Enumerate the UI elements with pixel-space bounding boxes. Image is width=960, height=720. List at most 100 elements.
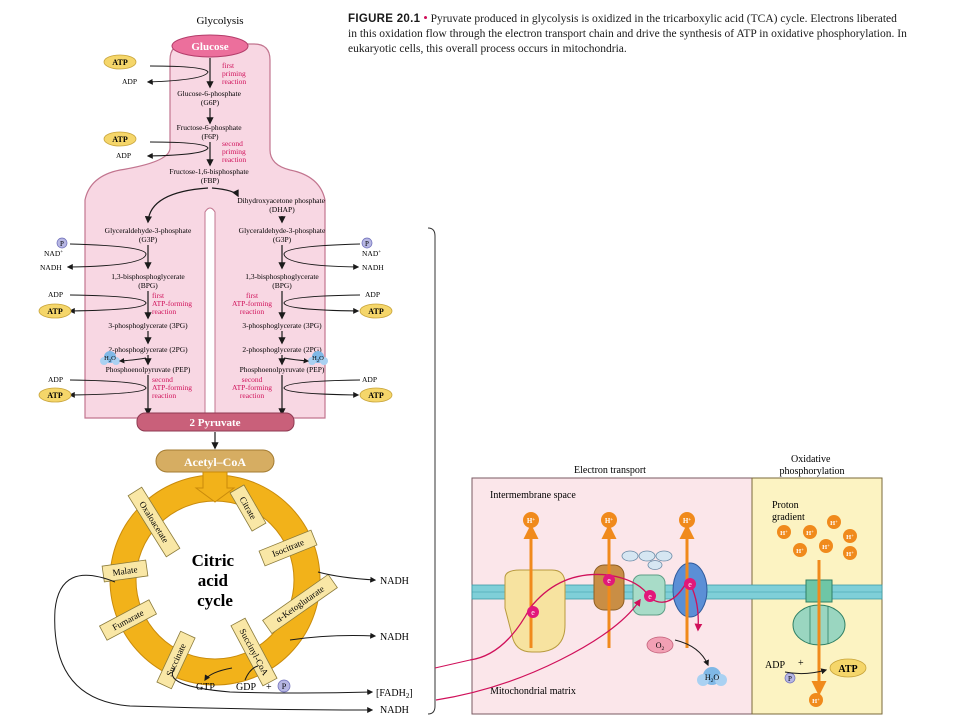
svg-text:3-phosphoglycerate (3PG): 3-phosphoglycerate (3PG): [242, 321, 322, 330]
svg-text:e: e: [648, 592, 652, 601]
svg-text:ATP: ATP: [112, 135, 128, 144]
proton: H+: [819, 539, 833, 553]
nadh-output-3: NADH: [380, 705, 409, 716]
intermembrane-label: Intermembrane space: [490, 490, 576, 501]
acetyl-coa-label: Acetyl–CoA: [184, 455, 246, 469]
svg-text:H+: H+: [527, 517, 535, 525]
svg-text:+: +: [266, 682, 272, 693]
adp-label: ADP: [116, 151, 131, 160]
glycolysis-title: Glycolysis: [196, 15, 243, 27]
electron: e: [527, 606, 539, 618]
g6p-label: Glucose-6-phosphate (G6P): [177, 89, 243, 107]
svg-text:Glyceraldehyde-3-phosphate(G3P: Glyceraldehyde-3-phosphate(G3P): [105, 226, 192, 244]
svg-text:2-phosphoglycerate (2PG): 2-phosphoglycerate (2PG): [108, 345, 188, 354]
svg-text:H+: H+: [796, 547, 804, 555]
svg-text:H+: H+: [806, 529, 814, 537]
proton: H+: [809, 693, 823, 707]
citrate-box: Citrate: [229, 484, 267, 532]
phosphate-circle: [277, 679, 291, 693]
svg-text:P: P: [282, 682, 287, 691]
phosphate-circle: [361, 237, 373, 249]
svg-text:H+: H+: [605, 517, 613, 525]
adp-label: ADP: [362, 375, 377, 384]
svg-text:H+: H+: [683, 517, 691, 525]
svg-text:Malate: Malate: [112, 564, 138, 577]
adp-label: ADP: [122, 77, 137, 86]
svg-text:ATP: ATP: [47, 307, 63, 316]
proton: H+: [843, 529, 857, 543]
svg-text:P: P: [788, 675, 792, 683]
fadh2-label: [FADH2]: [376, 688, 413, 700]
gtp-label: GTP: [196, 682, 215, 693]
electron-transport-title: Electron transport: [574, 465, 646, 476]
svg-text:+: +: [798, 658, 804, 669]
figure-label: FIGURE 20.1: [348, 13, 421, 25]
electron: e: [644, 590, 656, 602]
electron-transport-panel: Electron transport Oxidative phosphoryla…: [435, 454, 883, 715]
second-priming-label: second priming reaction: [222, 139, 248, 164]
atp-oval: [359, 303, 393, 319]
first-priming-label: first priming reaction: [222, 61, 248, 86]
atp-oval: [103, 54, 137, 70]
glucose-oval: [171, 34, 249, 58]
nad-label: NAD+: [44, 249, 63, 258]
bracket-connector: [434, 659, 471, 669]
svg-text:3-phosphoglycerate (3PG): 3-phosphoglycerate (3PG): [108, 321, 188, 330]
svg-text:H+: H+: [846, 550, 854, 558]
isocitrate-box: Isocitrate: [258, 529, 318, 567]
svg-text:H+: H+: [780, 529, 788, 537]
proton-gradient-label: Proton gradient: [772, 500, 805, 523]
proton: H+: [523, 512, 539, 528]
electron: e: [603, 574, 615, 586]
svg-text:e: e: [688, 580, 692, 589]
svg-text:P: P: [365, 240, 369, 248]
nadh-output-2: NADH: [380, 632, 409, 643]
svg-text:Phosphoenolpyruvate (PEP): Phosphoenolpyruvate (PEP): [240, 365, 325, 374]
svg-text:H+: H+: [830, 519, 838, 527]
malate-box: Malate: [101, 559, 149, 583]
glycolysis-split-gap: [204, 207, 216, 419]
svg-text:1,3-bisphosphoglycerate(BPG): 1,3-bisphosphoglycerate(BPG): [245, 272, 319, 290]
electron-carrier-bracket: [427, 227, 436, 715]
f6p-label: Fructose-6-phosphate (F6P): [177, 123, 244, 141]
svg-text:Phosphoenolpyruvate (PEP): Phosphoenolpyruvate (PEP): [106, 365, 191, 374]
nadh-label: NADH: [40, 263, 62, 272]
glycolysis-right-branch: Glyceraldehyde-3-phosphate(G3P) P NAD+ N…: [232, 226, 393, 416]
oxygen-molecule: [646, 636, 674, 654]
svg-text:e: e: [531, 608, 535, 617]
svg-text:ATP: ATP: [47, 391, 63, 400]
matrix-label: Mitochondrial matrix: [490, 686, 576, 697]
nadh-label: NADH: [362, 263, 384, 272]
glucose-label: Glucose: [191, 41, 228, 53]
svg-text:ATP: ATP: [838, 664, 857, 675]
pyruvate-box: [136, 412, 295, 432]
phosphate-circle: [56, 237, 68, 249]
atp-oval: [38, 303, 72, 319]
svg-text:ATP: ATP: [112, 58, 128, 67]
proton: H+: [827, 515, 841, 529]
svg-text:1,3-bisphosphoglycerate(BPG): 1,3-bisphosphoglycerate(BPG): [111, 272, 185, 290]
adp-label: ADP: [765, 660, 785, 671]
proton: H+: [601, 512, 617, 528]
pyruvate-label: 2 Pyruvate: [189, 417, 240, 429]
svg-text:H2O: H2O: [705, 673, 720, 684]
dhap-label: Dihydroxyacetone phosphate (DHAP): [237, 196, 327, 214]
atp-oval: [38, 387, 72, 403]
proton: H+: [793, 543, 807, 557]
acetyl-entry-arrow: [194, 471, 236, 503]
glycolysis-panel: Glycolysis Glucose ATP ADP first priming…: [38, 15, 393, 450]
svg-text:ATP: ATP: [368, 307, 384, 316]
adp-label: ADP: [48, 375, 63, 384]
atp-oval: [829, 658, 867, 678]
proton: H+: [803, 525, 817, 539]
water-molecule: H2O: [100, 351, 120, 365]
caption-bullet: •: [423, 10, 428, 25]
svg-text:ATP: ATP: [368, 391, 384, 400]
cycle-center-label: Citric acid cycle: [192, 551, 239, 610]
gdp-label: GDP: [236, 682, 256, 693]
svg-text:Glyceraldehyde-3-phosphate(G3P: Glyceraldehyde-3-phosphate(G3P): [239, 226, 326, 244]
